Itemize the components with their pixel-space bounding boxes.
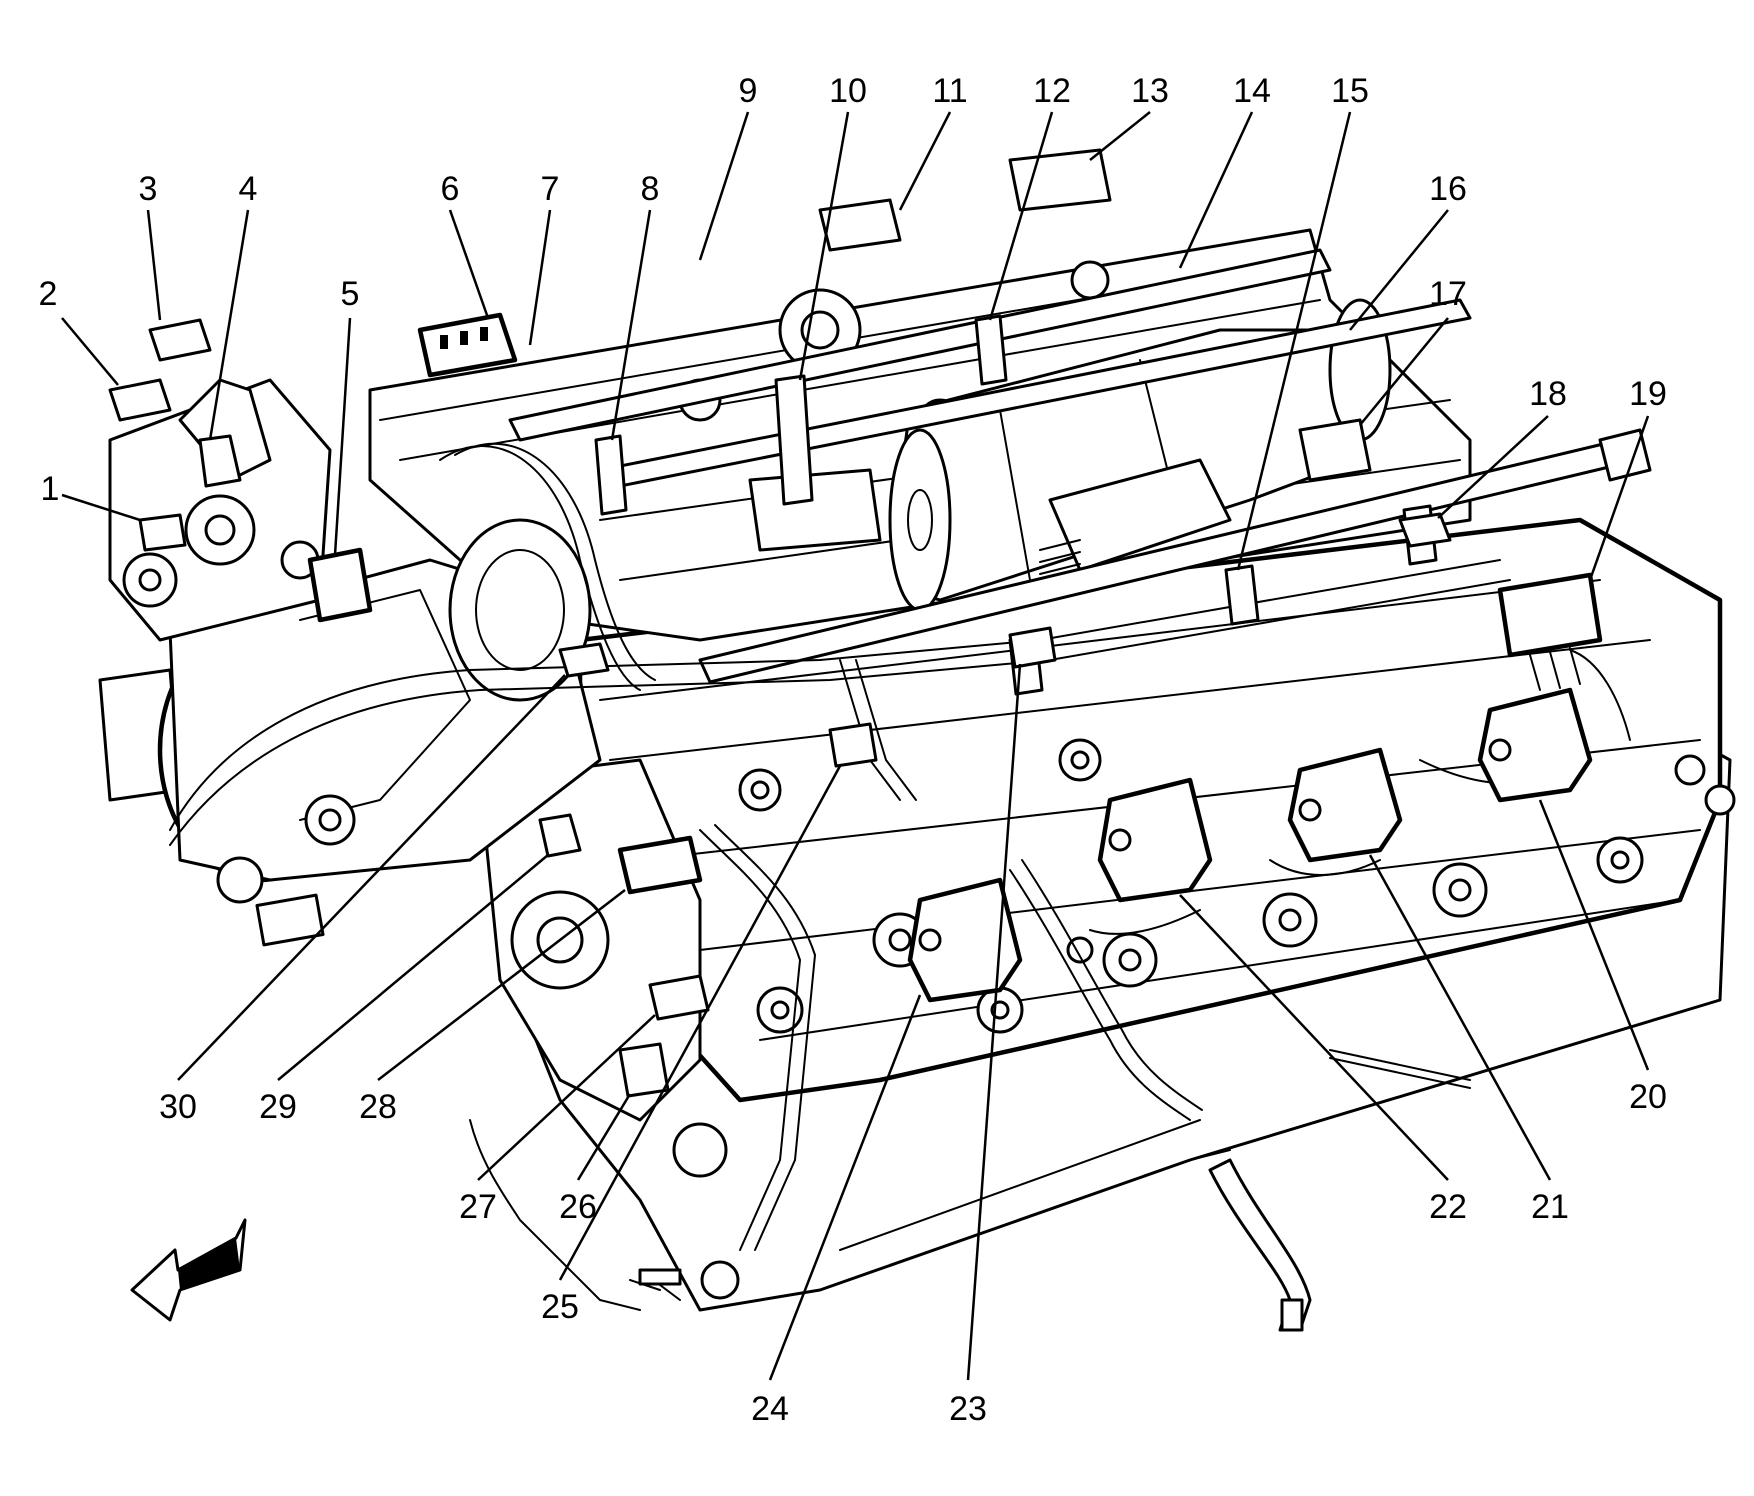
callout-26: 26: [559, 1188, 597, 1226]
wiring-harness: [169, 442, 1631, 1311]
callout-18: 18: [1529, 375, 1567, 413]
callout-11: 11: [932, 72, 967, 110]
callout-6: 6: [441, 170, 460, 208]
callout-30: 30: [159, 1088, 197, 1126]
callout-25: 25: [541, 1288, 579, 1326]
callout-9: 9: [739, 72, 758, 110]
callout-14: 14: [1233, 72, 1271, 110]
callout-4: 4: [239, 170, 258, 208]
callout-3: 3: [139, 170, 158, 208]
callout-24: 24: [751, 1390, 789, 1428]
callout-12: 12: [1033, 72, 1071, 110]
callout-19: 19: [1629, 375, 1667, 413]
callout-numbers: 1 2 3 4 5 6 7 8 9 10 11 12 13 14 15 16 1…: [39, 72, 1667, 1428]
callout-27: 27: [459, 1188, 497, 1226]
callout-22: 22: [1429, 1188, 1467, 1226]
callout-23: 23: [949, 1390, 987, 1428]
throttle-body-intake: [98, 378, 602, 947]
callout-7: 7: [541, 170, 560, 208]
fuel-rail-front: [698, 428, 1652, 684]
ignition-coils: [907, 687, 1593, 1003]
callout-10: 10: [829, 72, 867, 110]
leader-lines: [61, 111, 1650, 1381]
callout-20: 20: [1629, 1078, 1667, 1116]
callout-15: 15: [1331, 72, 1369, 110]
front-direction-arrow-icon: [130, 1218, 247, 1322]
callout-21: 21: [1531, 1188, 1569, 1226]
callout-5: 5: [341, 275, 360, 313]
callout-28: 28: [359, 1088, 397, 1126]
callout-8: 8: [641, 170, 660, 208]
callout-1: 1: [41, 470, 60, 508]
callout-17: 17: [1429, 275, 1467, 313]
callout-13: 13: [1131, 72, 1169, 110]
callout-29: 29: [259, 1088, 297, 1126]
callout-2: 2: [39, 275, 58, 313]
callout-16: 16: [1429, 170, 1467, 208]
